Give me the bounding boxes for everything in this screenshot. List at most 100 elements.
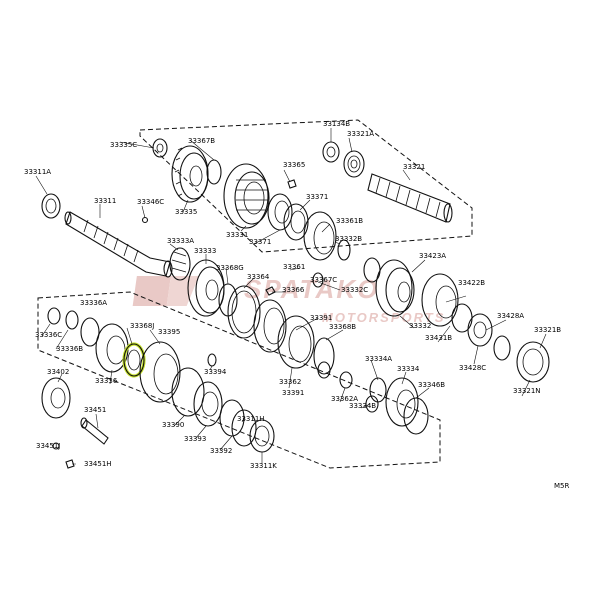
label-33367c[interactable]: 33367C <box>310 276 337 284</box>
ring-33394 <box>207 353 217 367</box>
label-33422b[interactable]: 33422B <box>458 279 485 287</box>
main-shaft-row <box>41 138 550 383</box>
watermark-logo-mark <box>132 276 171 306</box>
ring-33368b <box>313 337 335 375</box>
assembly-boundaries <box>37 119 473 469</box>
seal-33311k <box>249 419 275 453</box>
gear-33395 <box>139 341 181 403</box>
bearing-33321a <box>343 150 365 178</box>
diagram-code: M5R <box>554 482 569 490</box>
label-33393[interactable]: 33393 <box>184 435 206 443</box>
label-33311[interactable]: 33311 <box>94 197 116 205</box>
watermark-line1: SPATAKO <box>244 274 379 304</box>
label-33333[interactable]: 33333 <box>194 247 216 255</box>
label-33361b[interactable]: 33361B <box>336 217 363 225</box>
label-33346b[interactable]: 33346B <box>418 381 445 389</box>
gear-33332 <box>363 257 415 317</box>
label-33335c[interactable]: 33335C <box>110 141 137 149</box>
pin-33346c <box>141 216 149 224</box>
label-33371b[interactable]: 33371 <box>249 238 271 246</box>
label-33391b[interactable]: 33391 <box>282 389 304 397</box>
label-33451[interactable]: 33451 <box>84 406 106 414</box>
seal-33311a <box>41 193 61 219</box>
bearing-33333a <box>169 247 191 281</box>
label-33336b[interactable]: 33336B <box>56 345 83 353</box>
label-33368g[interactable]: 33368G <box>216 264 244 272</box>
lower-shaft-row <box>41 307 429 469</box>
sleeve-33361 <box>253 299 287 353</box>
ring-33336b <box>65 310 79 330</box>
label-33134b[interactable]: 33134B <box>323 120 350 128</box>
label-33321b[interactable]: 33321B <box>534 326 561 334</box>
label-33368j[interactable]: 33368J <box>130 322 154 330</box>
bearing-33428a <box>467 313 493 347</box>
label-33336[interactable]: 33336 <box>95 377 118 385</box>
ring-33332b <box>337 239 351 261</box>
label-33402[interactable]: 33402 <box>47 368 69 376</box>
label-33311h[interactable]: 33311H <box>237 415 265 423</box>
input-shaft-33311 <box>64 211 173 278</box>
label-33362a[interactable]: 33362A <box>331 395 358 403</box>
label-33364[interactable]: 33364 <box>247 273 270 281</box>
ring-33367c <box>312 272 324 288</box>
label-33333a[interactable]: 33333A <box>167 237 194 245</box>
label-33428c[interactable]: 33428C <box>459 364 486 372</box>
label-33390[interactable]: 33390 <box>162 421 184 429</box>
label-33334[interactable]: 33334 <box>397 365 420 373</box>
label-33346c[interactable]: 33346C <box>137 198 164 206</box>
lower-shaft-boundary <box>37 291 441 469</box>
label-33367b[interactable]: 33367B <box>188 137 215 145</box>
bolt-33451h <box>65 459 75 469</box>
label-33321n[interactable]: 33321N <box>513 387 541 395</box>
label-33391a[interactable]: 33391 <box>310 314 332 322</box>
label-33451h[interactable]: 33451H <box>84 460 112 468</box>
label-33334b[interactable]: 33334B <box>349 402 376 410</box>
label-33451j[interactable]: 33451J <box>36 442 60 450</box>
label-33423a[interactable]: 33423A <box>419 252 446 260</box>
leader-lines <box>35 128 547 465</box>
label-33394[interactable]: 33394 <box>204 368 227 376</box>
label-33321a[interactable]: 33321A <box>347 130 374 138</box>
ring-33368j[interactable] <box>122 342 146 378</box>
label-33335[interactable]: 33335 <box>175 208 197 216</box>
label-33431b[interactable]: 33431B <box>425 334 452 342</box>
label-33371a[interactable]: 33371 <box>306 193 328 201</box>
label-33321[interactable]: 33321 <box>403 163 425 171</box>
label-33361[interactable]: 33361 <box>283 263 305 271</box>
label-33392[interactable]: 33392 <box>210 447 232 455</box>
label-33428a[interactable]: 33428A <box>497 312 524 320</box>
label-33395[interactable]: 33395 <box>158 328 180 336</box>
label-33311a[interactable]: 33311A <box>24 168 51 176</box>
label-33332c[interactable]: 33332C <box>341 286 368 294</box>
gear-33390 <box>171 367 205 417</box>
ring-33367b <box>206 159 222 185</box>
watermark: SPATAKO MOTORSPORTS <box>132 274 443 325</box>
label-33334a[interactable]: 33334A <box>365 355 392 363</box>
label-33366[interactable]: 33366 <box>282 286 305 294</box>
ring-33362 <box>317 361 331 379</box>
bearing-33336a <box>80 317 100 347</box>
ring-33346b <box>403 397 429 435</box>
gear-33422b <box>421 273 459 327</box>
bearing-33334a <box>369 377 387 403</box>
gear-33391 <box>277 315 315 369</box>
label-33336c[interactable]: 33336C <box>35 331 62 339</box>
gear-33335 <box>171 145 209 203</box>
label-33332[interactable]: 33332 <box>409 322 431 330</box>
key-33365 <box>287 179 297 189</box>
label-33362[interactable]: 33362 <box>279 378 301 386</box>
shaft-33321 <box>367 173 453 223</box>
gear-33361b <box>303 211 337 261</box>
label-33365[interactable]: 33365 <box>283 161 305 169</box>
label-33368b[interactable]: 33368B <box>329 323 356 331</box>
part-labels: 33134B 33321A 33335C 33367B 33365 33321 … <box>24 120 569 490</box>
label-33336a[interactable]: 33336A <box>80 299 107 307</box>
ring-33336c <box>47 307 61 325</box>
gear-33393 <box>193 381 223 427</box>
label-33331[interactable]: 33331 <box>226 231 248 239</box>
label-33311k[interactable]: 33311K <box>250 462 277 470</box>
ring-33311h <box>231 409 257 447</box>
label-33332b[interactable]: 33332B <box>335 235 362 243</box>
